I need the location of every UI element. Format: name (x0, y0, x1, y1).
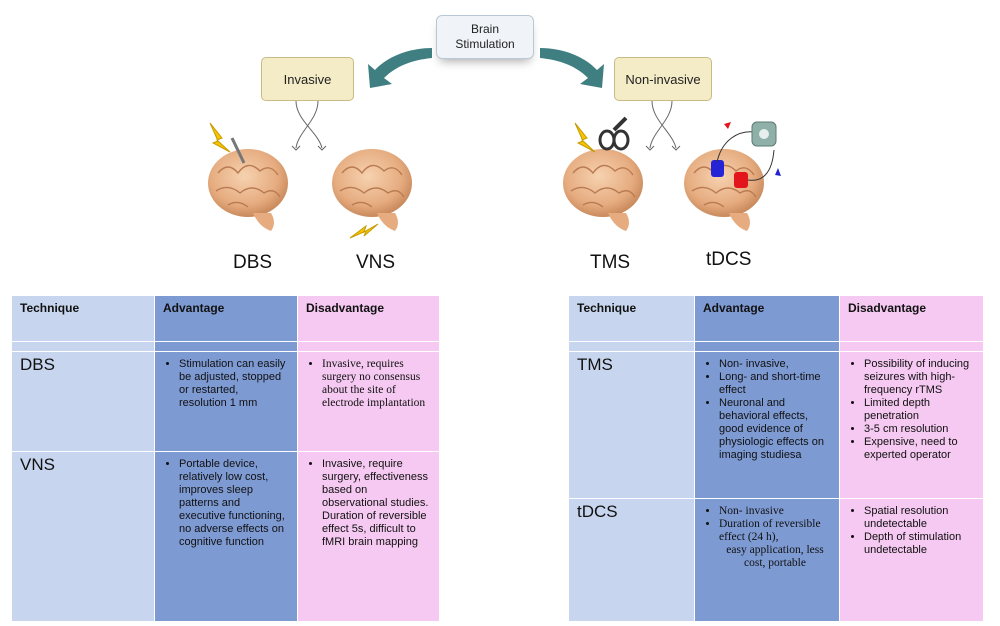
advantage-cell: Non- invasive, Long- and short-time effe… (694, 351, 840, 499)
advantage-item: Duration of reversible effect (24 h), (719, 518, 831, 544)
coil-icon (598, 116, 630, 151)
left-comparison-table: Technique Advantage Disadvantage DBS Sti… (11, 295, 440, 622)
advantage-cell: Non- invasive Duration of reversible eff… (694, 498, 840, 622)
header-advantage: Advantage (154, 295, 298, 342)
brain-icon (332, 149, 412, 231)
row-name-tdcs: tDCS (568, 498, 695, 622)
noninvasive-box: Non-invasive (614, 57, 712, 101)
disadvantage-item: Possibility of inducing seizures with hi… (864, 358, 975, 397)
disadvantage-item: Invasive, require surgery, effectiveness… (322, 458, 431, 549)
table-row: tDCS Non- invasive Duration of reversibl… (568, 498, 984, 622)
advantage-item: Non- invasive (719, 505, 831, 518)
advantage-cell: Portable device, relatively low cost, im… (154, 451, 298, 622)
advantage-item: Non- invasive, (719, 358, 831, 371)
curved-arrow-icon (368, 48, 432, 88)
stimulator-icon (716, 121, 781, 181)
tdcs-label: tDCS (706, 249, 752, 270)
row-name-dbs: DBS (11, 351, 155, 452)
brain-icon (208, 149, 288, 231)
diagram-graphics (208, 48, 781, 239)
table-header-row: Technique Advantage Disadvantage (11, 295, 440, 342)
advantage-item: Long- and short-time effect (719, 371, 831, 397)
advantage-continuation: easy application, less cost, portable (726, 544, 824, 569)
noninvasive-label: Non-invasive (625, 71, 701, 87)
disadvantage-item: Invasive, requires surgery no consensus … (322, 358, 431, 410)
brain-stimulation-box: Brain Stimulation (436, 15, 534, 59)
advantage-cell: Stimulation can easily be adjusted, stop… (154, 351, 298, 452)
disadvantage-cell: Possibility of inducing seizures with hi… (839, 351, 984, 499)
header-disadvantage: Disadvantage (297, 295, 440, 342)
electrode-icon (230, 137, 246, 164)
disadvantage-cell: Spatial resolution undetectable Depth of… (839, 498, 984, 622)
header-technique: Technique (11, 295, 155, 342)
advantage-item: Neuronal and behavioral effects, good ev… (719, 397, 831, 462)
advantage-item: Portable device, relatively low cost, im… (179, 458, 289, 549)
advantage-item: Stimulation can easily be adjusted, stop… (179, 358, 289, 410)
table-row: VNS Portable device, relatively low cost… (11, 451, 440, 622)
disadvantage-cell: Invasive, requires surgery no consensus … (297, 351, 440, 452)
brain-icon (684, 149, 764, 231)
disadvantage-cell: Invasive, require surgery, effectiveness… (297, 451, 440, 622)
brain-stimulation-label: Brain Stimulation (455, 22, 515, 51)
connector-lines-noninvasive (645, 100, 681, 151)
invasive-box: Invasive (261, 57, 354, 101)
table-row: DBS Stimulation can easily be adjusted, … (11, 351, 440, 452)
table-header-row: Technique Advantage Disadvantage (568, 295, 984, 342)
header-advantage: Advantage (694, 295, 840, 342)
tms-label: TMS (590, 252, 631, 273)
electrode-cathode-icon (711, 160, 724, 177)
row-name-tms: TMS (568, 351, 695, 499)
electrode-anode-icon (734, 172, 748, 188)
disadvantage-item: Depth of stimulation undetectable (864, 531, 975, 557)
row-name-vns: VNS (11, 451, 155, 622)
dbs-label: DBS (233, 252, 273, 273)
curved-arrow-icon (540, 48, 604, 88)
lightning-icon (349, 223, 379, 239)
vns-label: VNS (356, 252, 396, 273)
disadvantage-item: Expensive, need to experted operator (864, 436, 975, 462)
invasive-label: Invasive (283, 71, 332, 87)
header-technique: Technique (568, 295, 695, 342)
right-comparison-table: Technique Advantage Disadvantage TMS Non… (568, 295, 984, 622)
lightning-icon (574, 122, 596, 153)
table-row: TMS Non- invasive, Long- and short-time … (568, 351, 984, 499)
disadvantage-item: Spatial resolution undetectable (864, 505, 975, 531)
lightning-icon (209, 122, 231, 153)
brain-icon (563, 149, 643, 231)
disadvantage-item: Limited depth penetration (864, 397, 975, 423)
header-disadvantage: Disadvantage (839, 295, 984, 342)
connector-lines-invasive (291, 100, 327, 151)
disadvantage-item: 3-5 cm resolution (864, 423, 975, 436)
